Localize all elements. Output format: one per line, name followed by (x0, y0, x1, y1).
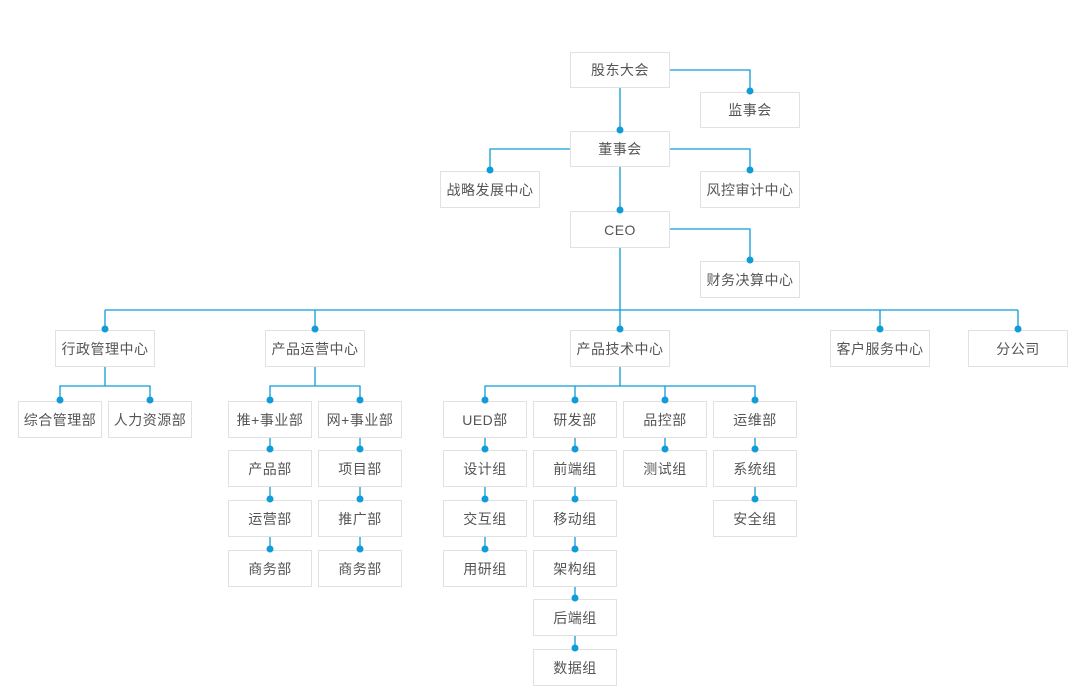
org-node-system-team: 系统组 (713, 450, 797, 487)
org-node-business-dept-2: 商务部 (318, 550, 402, 587)
org-node-product-tech-center: 产品技术中心 (570, 330, 670, 367)
org-node-interaction-team: 交互组 (443, 500, 527, 537)
org-node-data-team: 数据组 (533, 649, 617, 686)
org-node-backend-team: 后端组 (533, 599, 617, 636)
org-node-frontend-team: 前端组 (533, 450, 617, 487)
org-node-user-research-team: 用研组 (443, 550, 527, 587)
org-node-testing-team: 测试组 (623, 450, 707, 487)
org-node-architecture-team: 架构组 (533, 550, 617, 587)
org-node-security-team: 安全组 (713, 500, 797, 537)
org-node-general-mgmt-dept: 综合管理部 (18, 401, 102, 438)
org-node-product-dept: 产品部 (228, 450, 312, 487)
org-node-ued-dept: UED部 (443, 401, 527, 438)
org-node-business-dept-1: 商务部 (228, 550, 312, 587)
org-node-operations-dept: 运营部 (228, 500, 312, 537)
org-node-tui-business-dept: 推+事业部 (228, 401, 312, 438)
org-node-design-team: 设计组 (443, 450, 527, 487)
org-node-mobile-team: 移动组 (533, 500, 617, 537)
org-node-project-dept: 项目部 (318, 450, 402, 487)
org-node-risk-audit-center: 风控审计中心 (700, 171, 800, 208)
org-node-strategy-dev-center: 战略发展中心 (440, 171, 540, 208)
org-node-wang-business-dept: 网+事业部 (318, 401, 402, 438)
org-node-finance-settlement-center: 财务决算中心 (700, 261, 800, 298)
org-node-shareholders-meeting: 股东大会 (570, 52, 670, 88)
org-node-branch-company: 分公司 (968, 330, 1068, 367)
org-node-supervisory-board: 监事会 (700, 92, 800, 128)
org-node-admin-mgmt-center: 行政管理中心 (55, 330, 155, 367)
org-node-rd-dept: 研发部 (533, 401, 617, 438)
org-node-qc-dept: 品控部 (623, 401, 707, 438)
org-node-customer-service-center: 客户服务中心 (830, 330, 930, 367)
org-node-board-of-directors: 董事会 (570, 131, 670, 167)
org-node-promotion-dept: 推广部 (318, 500, 402, 537)
org-node-devops-dept: 运维部 (713, 401, 797, 438)
org-node-product-ops-center: 产品运营中心 (265, 330, 365, 367)
org-node-hr-dept: 人力资源部 (108, 401, 192, 438)
org-node-ceo: CEO (570, 211, 670, 248)
